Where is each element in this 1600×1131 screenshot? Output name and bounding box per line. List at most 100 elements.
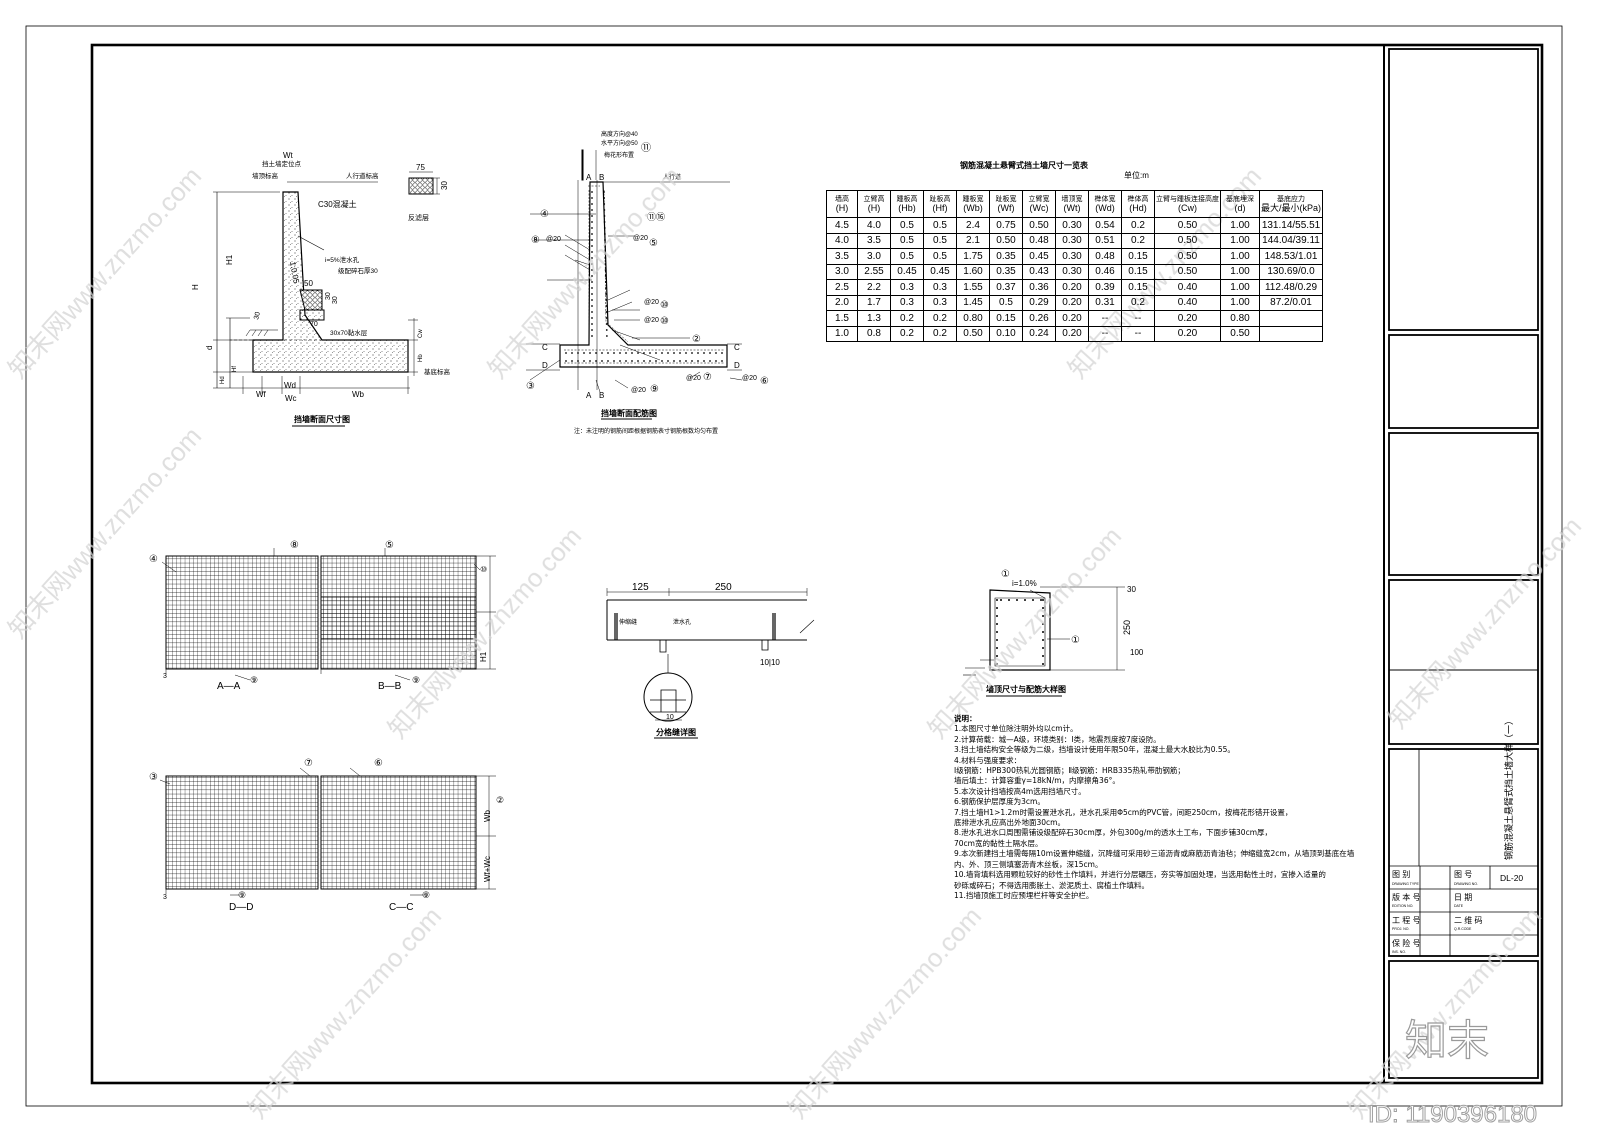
label-Cw: Cw	[418, 329, 424, 338]
dims-table-cell: 3.0	[826, 263, 858, 280]
wall-top-dim-top: 30	[1127, 585, 1136, 594]
wall-body	[252, 191, 409, 373]
mesh-AA	[161, 548, 496, 681]
rebar-at20d: @20	[644, 317, 659, 324]
title-block	[1383, 45, 1539, 1083]
dims-table-header-sym: (Wd)	[1095, 203, 1115, 213]
dims-table-cell: 2.2	[857, 279, 891, 296]
dims-table-cell: 0.2	[1121, 217, 1155, 234]
rebar-n7: ⑦	[703, 372, 712, 383]
dims-table-cell: 0.30	[1055, 232, 1089, 249]
rebar-dot	[1040, 599, 1042, 601]
rebar-dot	[565, 360, 567, 362]
dims-table-header-cell: 趾板高(Hf)	[923, 190, 957, 218]
dims-table-header-sym: (Wb)	[963, 203, 983, 213]
mesh-DD-top-no-1: ⑦	[304, 758, 313, 769]
tb-qr-code: 二 维 码	[1454, 915, 1482, 925]
rebar-dot	[996, 639, 998, 641]
rebar-n9: ⑨	[650, 384, 659, 395]
label-slope: 1:0.05	[288, 261, 301, 285]
dims-table-unit: 单位:m	[1124, 171, 1149, 180]
rebar-dot	[661, 352, 663, 354]
dims-table-cell: 0.3	[890, 279, 924, 296]
rebar-dot	[595, 360, 597, 362]
rebar-dot	[703, 360, 705, 362]
tb-drawing-no-label: 图 号	[1454, 870, 1472, 879]
rebar-dot	[1042, 599, 1044, 601]
filter-layer-caption: 反滤层	[408, 213, 429, 222]
rebar-dot	[605, 329, 608, 331]
rebar-dot	[607, 360, 609, 362]
dims-table-cell: 0.5	[923, 248, 957, 265]
tb-edition: 版 本 号	[1392, 892, 1420, 902]
rebar-A-bot: A	[586, 391, 592, 400]
dims-table-cell: 0.75	[989, 217, 1023, 234]
rebar-dot	[591, 197, 593, 199]
dims-table-header-cn: 立臂与踵板连接高度	[1156, 196, 1219, 203]
rebar-dot	[619, 352, 621, 354]
rebar-dot	[603, 233, 606, 235]
rebar-B-bot: B	[599, 391, 604, 400]
dims-table-cell: 1.00	[1220, 279, 1260, 296]
dims-table-cell: 0.80	[956, 310, 990, 327]
dims-table-header-cell: 立臂宽(Wc)	[1022, 190, 1056, 218]
joint-dim1: 125	[632, 582, 649, 593]
rebar-dot	[697, 352, 699, 354]
dims-table-cell: 0.36	[1022, 279, 1056, 296]
rebar-dot	[591, 287, 593, 289]
dims-table-cell: 0.5	[890, 232, 924, 249]
joint-label-drain: 泄水孔	[673, 618, 691, 626]
rebar-dot	[571, 352, 573, 354]
dims-table-cell: 0.50	[1220, 325, 1260, 342]
rebar-dot	[996, 607, 998, 609]
rebar-dot	[591, 227, 593, 229]
dims-table-cell: 0.30	[1055, 217, 1089, 234]
dims-table-cell: 0.39	[1088, 279, 1122, 296]
dims-table-header-cn: 墙高	[835, 196, 849, 203]
mesh-AA-bottom-no: ⑨	[250, 675, 258, 685]
dims-table-cell: 0.45	[1022, 248, 1056, 265]
dims-table-cell: 0.2	[1121, 294, 1155, 311]
dims-table-header-sym: (Hb)	[898, 203, 916, 213]
label-gravel: 级配碎石厚30	[338, 266, 378, 275]
rebar-dot	[591, 293, 593, 295]
section-dims-labels: 挡土墙定位点 墙顶标高 人行道标高 C30混凝土 i=5%泄水孔 级配碎石厚30…	[191, 151, 451, 424]
rebar-dot	[685, 352, 687, 354]
dims-table-cell: 1.0	[826, 325, 858, 342]
dims-table-cell: 0.10	[989, 325, 1023, 342]
rebar-dot	[601, 360, 603, 362]
rebar-dot	[649, 352, 651, 354]
rebar-dot	[591, 263, 593, 265]
rebar-dot	[604, 257, 607, 259]
rebar-n2: ②	[692, 334, 701, 345]
dims-table-cell: 4.5	[826, 217, 858, 234]
dims-table-header-sym: (Wc)	[1029, 203, 1049, 213]
dims-table-cell: 0.2	[890, 310, 924, 327]
dims-table-cell: 0.2	[890, 325, 924, 342]
tb-qr-code-en: Q.R.CODE	[1454, 927, 1472, 931]
rebar-dot	[661, 360, 663, 362]
dims-table-header-sym: (Cw)	[1178, 203, 1197, 213]
notes-item: 5.本次设计挡墙按高4m选用挡墙尺寸。	[954, 786, 1086, 796]
dims-table-cell: 0.43	[1022, 263, 1056, 280]
tb-drawing-no: DL-20	[1500, 873, 1523, 883]
inner-border	[90, 43, 1544, 1085]
dims-table-cell: 0.5	[890, 248, 924, 265]
rebar-note: 注：未注明的钢筋间距根据钢筋表寸钢筋根数均匀布置	[574, 427, 718, 435]
rebar-header1: 高度方向@40	[601, 130, 638, 138]
rebar-dot	[591, 281, 593, 283]
mesh-DD-corner: 3	[163, 894, 167, 901]
rebar-caption: 挡墙断面配筋图	[601, 408, 657, 418]
label-pad: 30x70黏水层	[330, 328, 368, 337]
tb-insurance-no-en: INS. NO.	[1392, 950, 1406, 954]
rebar-A-top: A	[586, 173, 592, 182]
dims-table-header-row: 墙高(H)立臂高(H)踵板高(Hb)趾板高(Hf)踵板宽(Wb)趾板宽(Wf)立…	[826, 190, 1324, 218]
dims-table-cell: 0.24	[1022, 325, 1056, 342]
rebar-dot	[996, 647, 998, 649]
dims-table-header-cell: 榫体高(Hd)	[1121, 190, 1155, 218]
rebar-dot	[655, 352, 657, 354]
dims-table-header-cn: 基底埋深	[1226, 196, 1254, 203]
dims-table-header-cn: 立臂宽	[1028, 196, 1050, 203]
